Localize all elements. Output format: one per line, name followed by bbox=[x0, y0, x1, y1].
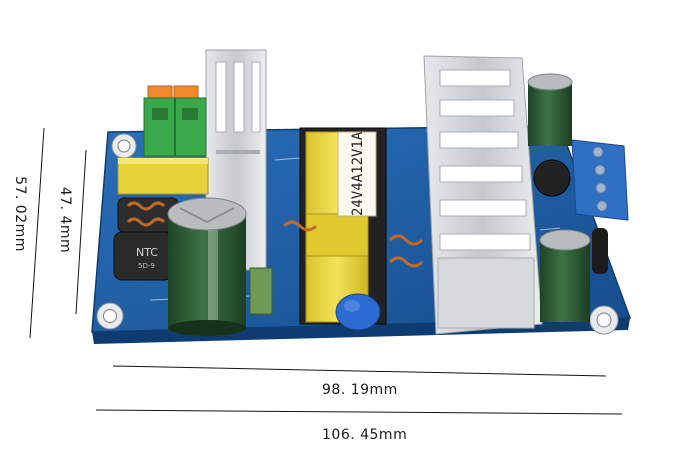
x-capacitor bbox=[117, 157, 209, 195]
film-capacitor bbox=[249, 267, 273, 315]
transformer: 24V4A12V1A bbox=[282, 127, 424, 325]
bulk-electrolytic-capacitor bbox=[167, 197, 247, 336]
ntc-sublabel: 5D-9 bbox=[138, 262, 155, 270]
mounting-hole bbox=[111, 133, 137, 159]
output-terminal-block bbox=[571, 139, 629, 221]
dimension-lines bbox=[29, 127, 623, 415]
transformer-label: 24V4A12V1A bbox=[350, 131, 366, 216]
ntc-thermistor: NTC 5D-9 bbox=[113, 231, 173, 281]
input-terminal-block bbox=[143, 85, 207, 157]
output-inductor bbox=[533, 159, 608, 274]
mounting-hole bbox=[589, 305, 619, 335]
output-capacitor bbox=[539, 229, 591, 322]
outer-height-label: 57. 02mm bbox=[11, 176, 28, 252]
inner-width-label: 98. 19mm bbox=[322, 382, 398, 398]
outer-width-line bbox=[95, 409, 623, 415]
mounting-hole bbox=[96, 302, 124, 330]
inner-width-line bbox=[112, 365, 607, 377]
output-capacitor bbox=[527, 73, 573, 146]
y-capacitor bbox=[335, 293, 381, 331]
outer-height-line bbox=[29, 127, 45, 339]
inner-height-line bbox=[75, 149, 87, 315]
inner-height-label: 47. 4mm bbox=[57, 186, 74, 254]
ntc-label: NTC bbox=[136, 246, 158, 259]
heat-sink-large bbox=[423, 55, 543, 335]
outer-width-label: 106. 45mm bbox=[322, 427, 408, 443]
